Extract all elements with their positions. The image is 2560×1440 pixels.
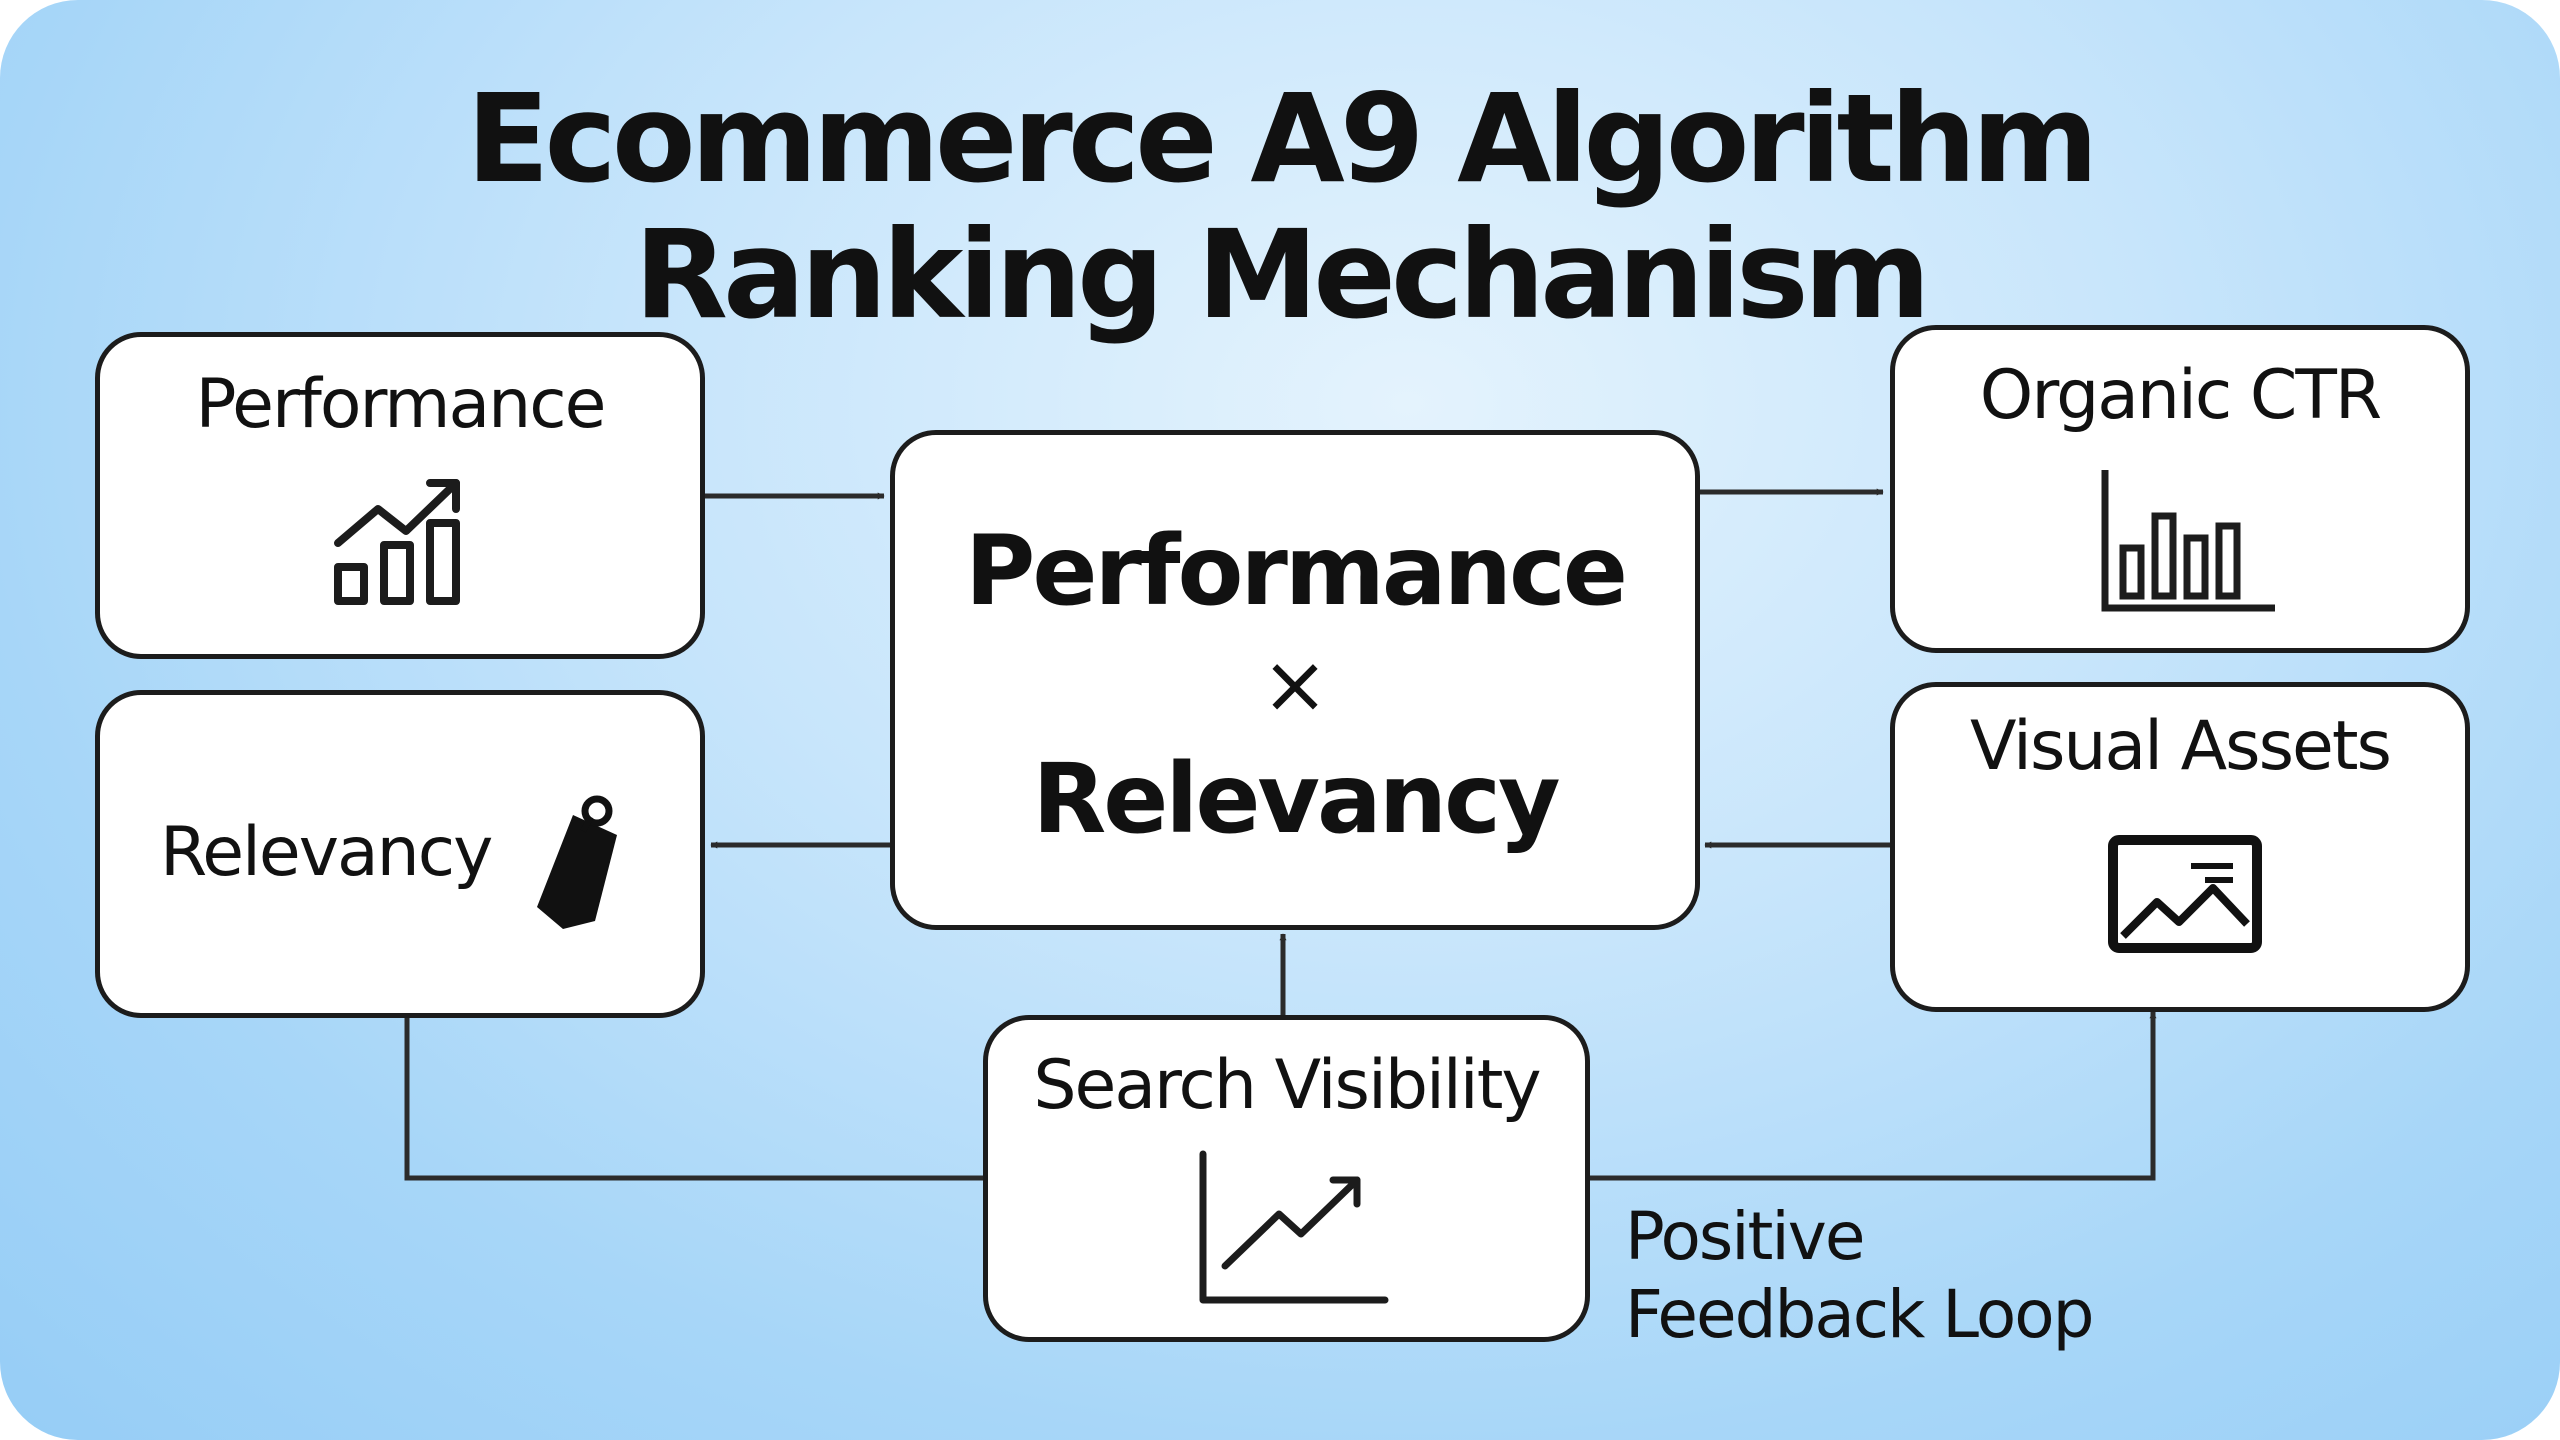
visual-assets-node: Visual Assets xyxy=(1890,682,2470,1012)
center-node: Performance × Relevancy xyxy=(890,430,1700,930)
feedback-loop-line-2: Feedback Loop xyxy=(1625,1275,2095,1353)
visual-assets-label: Visual Assets xyxy=(1970,707,2392,786)
arrow-search-visibility-to-visual-assets xyxy=(1590,1011,2157,1181)
center-top-label: Performance xyxy=(964,515,1628,627)
organic-ctr-node: Organic CTR xyxy=(1890,325,2470,653)
line-chart-icon xyxy=(1199,1150,1389,1304)
center-operator: × xyxy=(1261,638,1329,731)
relevancy-node: Relevancy xyxy=(95,690,705,1018)
title-line-1: Ecommerce A9 Algorithm xyxy=(466,68,2099,210)
search-visibility-node: Search Visibility xyxy=(983,1015,1590,1342)
image-icon xyxy=(2108,835,2262,953)
relevancy-label: Relevancy xyxy=(160,813,493,892)
organic-ctr-label: Organic CTR xyxy=(1979,356,2382,435)
title-line-2: Ranking Mechanism xyxy=(634,204,1931,346)
center-bottom-label: Relevancy xyxy=(1032,743,1560,855)
performance-node: Performance xyxy=(95,332,705,659)
connector-relevancy-to-search-visibility xyxy=(404,1018,983,1181)
trending-chart-icon xyxy=(334,479,460,605)
search-visibility-label: Search Visibility xyxy=(1033,1046,1541,1125)
price-tag-icon xyxy=(537,795,617,929)
feedback-loop-label: Positive Feedback Loop xyxy=(1625,1198,2095,1354)
bar-chart-icon xyxy=(2101,470,2275,612)
performance-label: Performance xyxy=(195,365,607,444)
feedback-loop-line-1: Positive xyxy=(1625,1198,1865,1275)
